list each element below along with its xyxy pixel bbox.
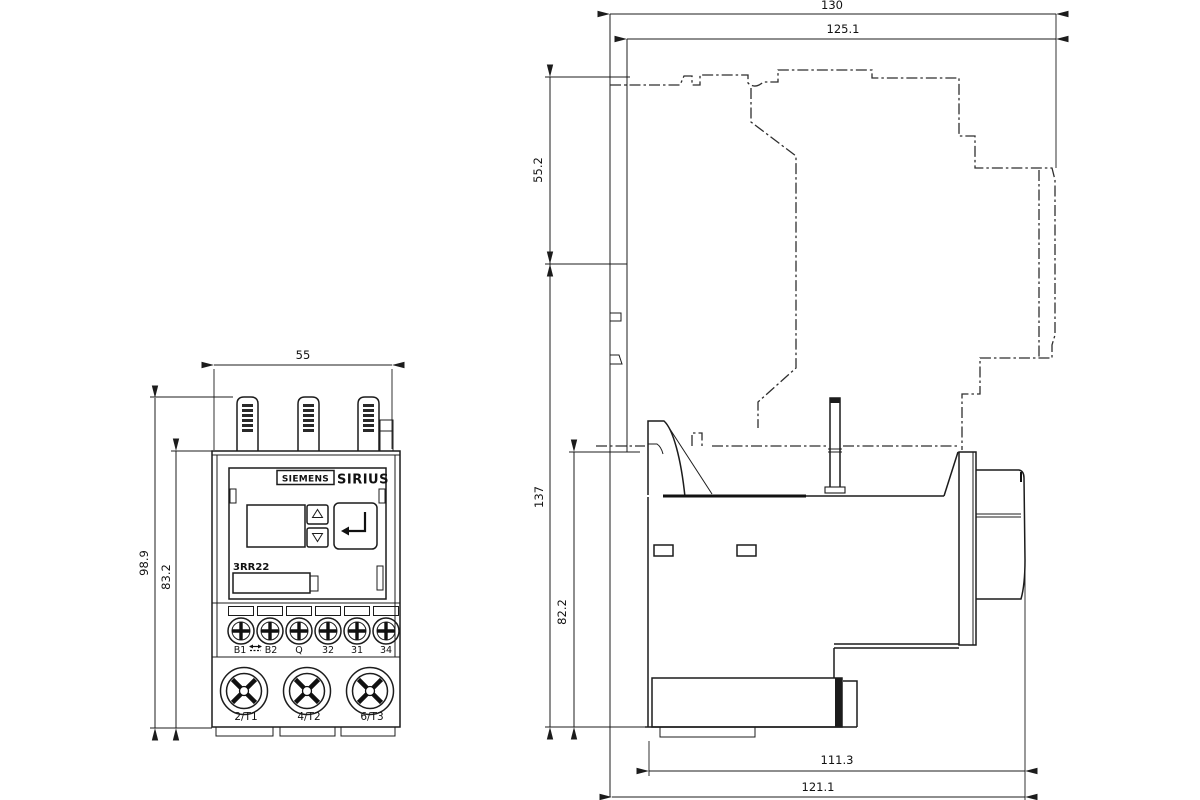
face-plate <box>228 467 387 600</box>
dim-label-body-height: 83.2 <box>159 564 173 590</box>
mounting-foot <box>215 727 274 737</box>
control-terminal-strip: B1 B2 Q 32 31 34 <box>212 602 400 658</box>
face-clip-left <box>229 488 237 504</box>
terminal-label-b1: B1 <box>234 645 247 656</box>
mounting-hook <box>647 420 686 498</box>
dim-label-upper-height: 55.2 <box>531 157 545 183</box>
front-view: SIEMENS SIRIUS 3RR22 <box>137 348 405 741</box>
face-clip-right <box>378 488 386 504</box>
model-label: 3RR22 <box>233 562 269 573</box>
side-view: 130 125.1 55.2 137 82.2 111.3 121.1 <box>531 0 1069 800</box>
up-button-icon <box>306 504 329 525</box>
terminal-label-32: 32 <box>322 645 334 656</box>
brand-badge <box>276 469 335 486</box>
mounting-foot <box>340 727 396 737</box>
housing-outline <box>211 450 401 728</box>
terminal-label-2t1: 2/T1 <box>234 711 257 723</box>
terminal-label-b2: B2 <box>265 645 278 656</box>
connector-prongs <box>236 396 394 452</box>
terminal-label-34: 34 <box>380 645 392 656</box>
terminal-label-q: Q <box>295 645 302 656</box>
dim-label-total-height: 98.9 <box>137 550 151 576</box>
dim-label-device-width: 125.1 <box>827 22 860 36</box>
mounting-foot-side <box>659 727 756 738</box>
terminal-label-31: 31 <box>351 645 363 656</box>
guide-pin <box>824 397 846 494</box>
side-view-dimensions: 130 125.1 55.2 137 82.2 111.3 121.1 <box>531 0 1069 800</box>
load-terminal-screws: 2/T1 4/T2 6/T3 <box>219 666 395 723</box>
terminal-block-side <box>833 451 1026 678</box>
down-button-icon <box>306 527 329 548</box>
display-window <box>246 504 306 548</box>
terminal-label-6t3: 6/T3 <box>360 711 383 723</box>
face-slot-right <box>376 565 384 591</box>
base-box <box>651 677 843 728</box>
dim-label-side-body-height: 82.2 <box>555 599 569 625</box>
terminal-label-4t2: 4/T2 <box>297 711 320 723</box>
mounting-foot <box>279 727 336 737</box>
side-tab <box>379 419 394 452</box>
rating-label-plate <box>232 572 311 594</box>
contactor-phantom-outline <box>596 69 1056 450</box>
removable-terminal-icon <box>249 644 262 652</box>
dim-label-total-width: 130 <box>821 0 843 12</box>
dim-label-lower-depth: 111.3 <box>821 753 854 767</box>
enter-button-icon <box>333 502 378 550</box>
prong-hatching <box>242 404 374 432</box>
side-slot <box>653 544 674 557</box>
side-slot <box>736 544 757 557</box>
brand-label: SIEMENS <box>282 475 329 485</box>
relay-side-outline <box>645 397 1026 738</box>
din-rail-clip-profile <box>610 312 623 365</box>
dim-label-total-depth: 121.1 <box>802 780 835 794</box>
dim-label-main-height: 137 <box>532 486 546 508</box>
series-label: SIRIUS <box>337 473 389 488</box>
dim-label-width: 55 <box>296 348 311 362</box>
terminal-cover <box>976 469 1026 600</box>
front-view-dimensions: 55 98.9 83.2 <box>137 348 405 741</box>
control-terminal-screws <box>227 617 400 645</box>
